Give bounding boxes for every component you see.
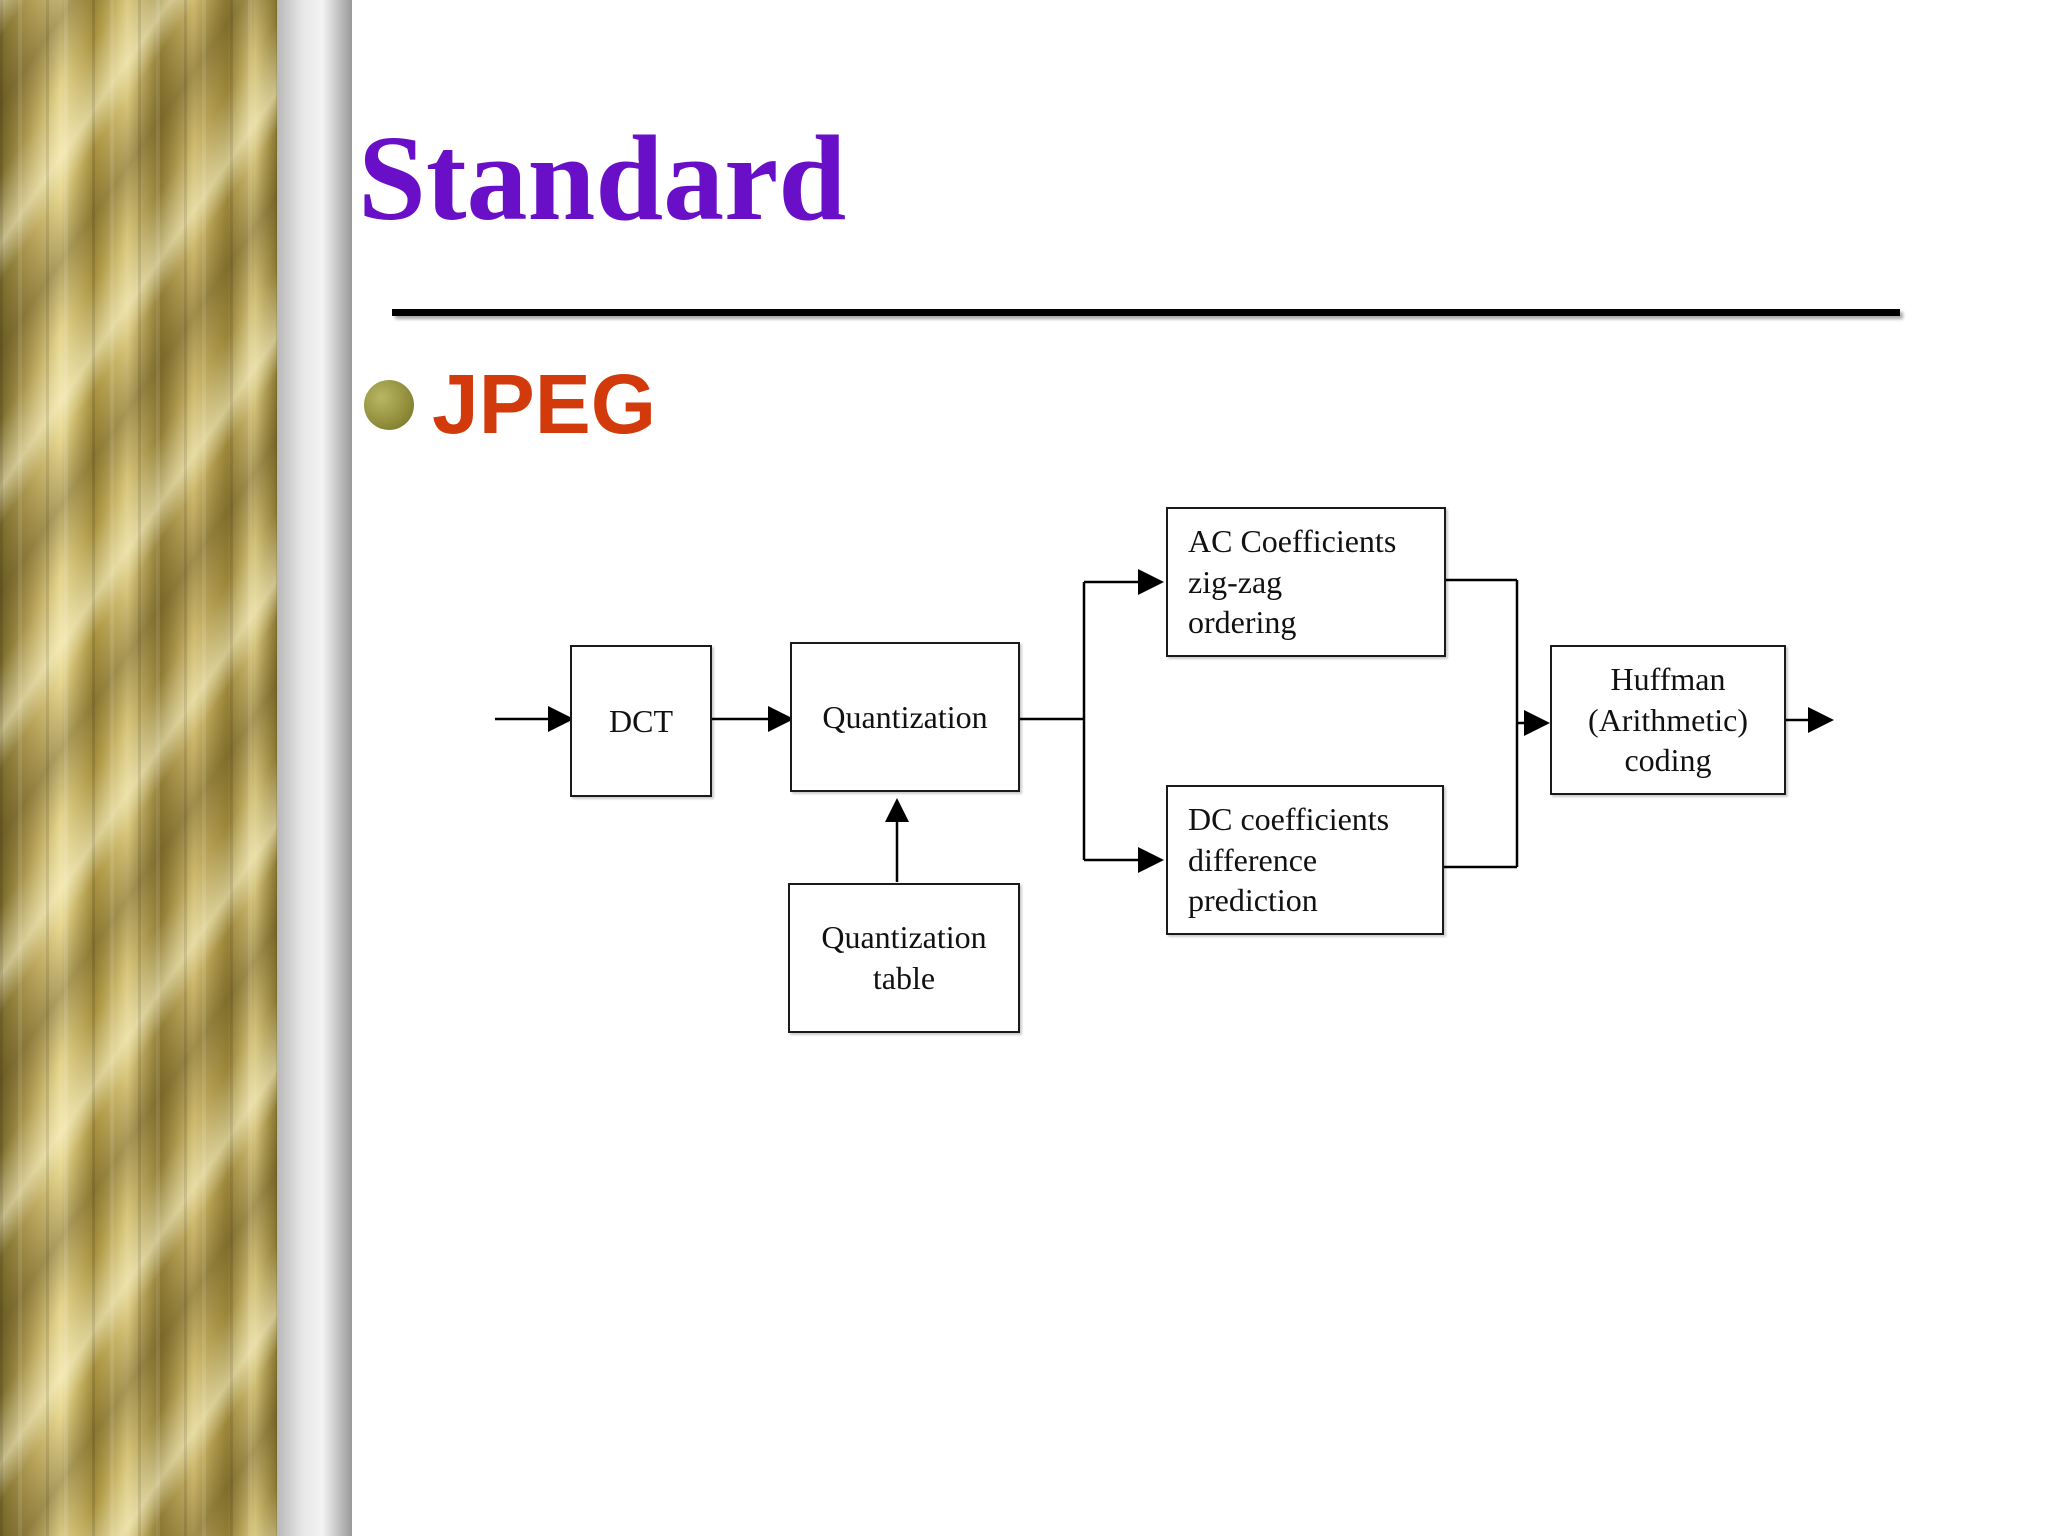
input-arrowhead [548,706,574,732]
to-ac-arrowhead [1138,569,1164,595]
ac-coefficients-label: AC Coefficients zig-zag ordering [1188,522,1397,641]
ac-coefficients-block: AC Coefficients zig-zag ordering [1166,507,1446,657]
quantization-block: Quantization [790,642,1020,792]
slide-title: Standard [358,111,847,246]
bullet-label: JPEG [432,357,657,451]
huffman-coding-label: Huffman (Arithmetic) coding [1588,660,1748,779]
dc-coefficients-block: DC coefficients difference prediction [1166,785,1444,935]
to-dc-arrowhead [1138,847,1164,873]
diagram-connectors [495,569,1834,882]
jpeg-block-diagram: DCT Quantization Quantization table AC C… [490,500,1850,1045]
dct-block: DCT [570,645,712,797]
table-to-quant-arrowhead [885,798,909,822]
decorative-gray-strip [277,0,352,1536]
decorative-gold-column [0,0,277,1536]
to-huffman-arrowhead [1524,710,1550,736]
quantization-label: Quantization [822,698,988,735]
dct-label: DCT [609,702,673,739]
quantization-table-block: Quantization table [788,883,1020,1033]
bullet-dot-icon [364,380,414,430]
title-divider [392,309,1900,316]
quantization-table-label: Quantization table [821,919,987,996]
huffman-coding-block: Huffman (Arithmetic) coding [1550,645,1786,795]
dc-coefficients-label: DC coefficients difference prediction [1188,800,1390,919]
dct-to-quant-arrowhead [768,706,794,732]
output-arrowhead [1808,707,1834,733]
